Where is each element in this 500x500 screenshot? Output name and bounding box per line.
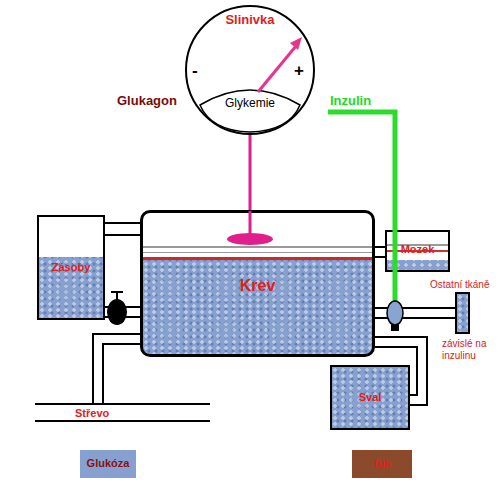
pipe-inner — [375, 248, 385, 256]
insulin-line — [328, 112, 395, 301]
tissue-tank: Ostatní tkánězávislé na inzulinu — [455, 292, 470, 334]
pipe-connector — [375, 342, 422, 400]
legend-text: Glukóza — [80, 457, 136, 470]
node-title: Střevo — [75, 406, 109, 421]
pipe-connector — [375, 252, 385, 253]
pipe-outline — [105, 222, 140, 236]
storage-valve — [107, 299, 127, 325]
needle-head — [290, 37, 302, 50]
pipe-connector — [105, 312, 140, 313]
signal-line — [250, 135, 251, 210]
signal-stroke — [249, 135, 252, 210]
node-note: závislé na inzulinu — [442, 338, 498, 361]
glycemia-dial: Glykemie — [199, 83, 301, 133]
node-title: Glykemie — [199, 97, 301, 111]
insulin-valve — [387, 301, 403, 325]
diagram-label: Inzulin — [330, 94, 371, 109]
node-title: Zásoby — [39, 261, 103, 274]
pipe-outline — [375, 246, 385, 258]
diagram-label: - — [192, 61, 198, 81]
pipe-inner — [375, 342, 422, 400]
node-title: Mozek — [387, 243, 448, 256]
pipe-outline — [105, 306, 140, 318]
gauge-needle — [258, 46, 296, 92]
legend-text: Tuk — [352, 457, 412, 470]
pipe-inner — [375, 309, 455, 317]
pipe-inner — [105, 308, 140, 316]
valve-stem — [116, 292, 118, 300]
pipe-connector — [375, 313, 455, 314]
node-title: Krev — [143, 277, 372, 295]
pipe-inner — [104, 224, 141, 234]
pipe-connector — [98, 339, 140, 403]
sensor-line — [249, 211, 252, 234]
intestine-pipe: Střevo — [35, 403, 210, 422]
pipe-inner — [98, 339, 140, 403]
valve-handle — [111, 291, 123, 293]
sensor-ellipse — [227, 233, 273, 245]
blood-tank: Krev — [140, 210, 375, 357]
node-title: Sval — [332, 391, 408, 404]
node-title: Slinivka — [187, 13, 313, 28]
diagram-label: Glukagon — [117, 94, 177, 109]
storage-tank: Zásoby — [37, 215, 105, 320]
pipe-outline — [375, 342, 422, 400]
muscle-tank: Sval — [330, 365, 410, 430]
diagram-label: + — [294, 61, 304, 81]
brain-tank: Mozek — [385, 230, 450, 272]
node-title: Ostatní tkáně — [430, 279, 489, 291]
pipe-outline — [98, 339, 140, 403]
dial-shape — [200, 90, 300, 132]
valve-base — [391, 325, 399, 331]
pipe-outline — [375, 307, 455, 319]
